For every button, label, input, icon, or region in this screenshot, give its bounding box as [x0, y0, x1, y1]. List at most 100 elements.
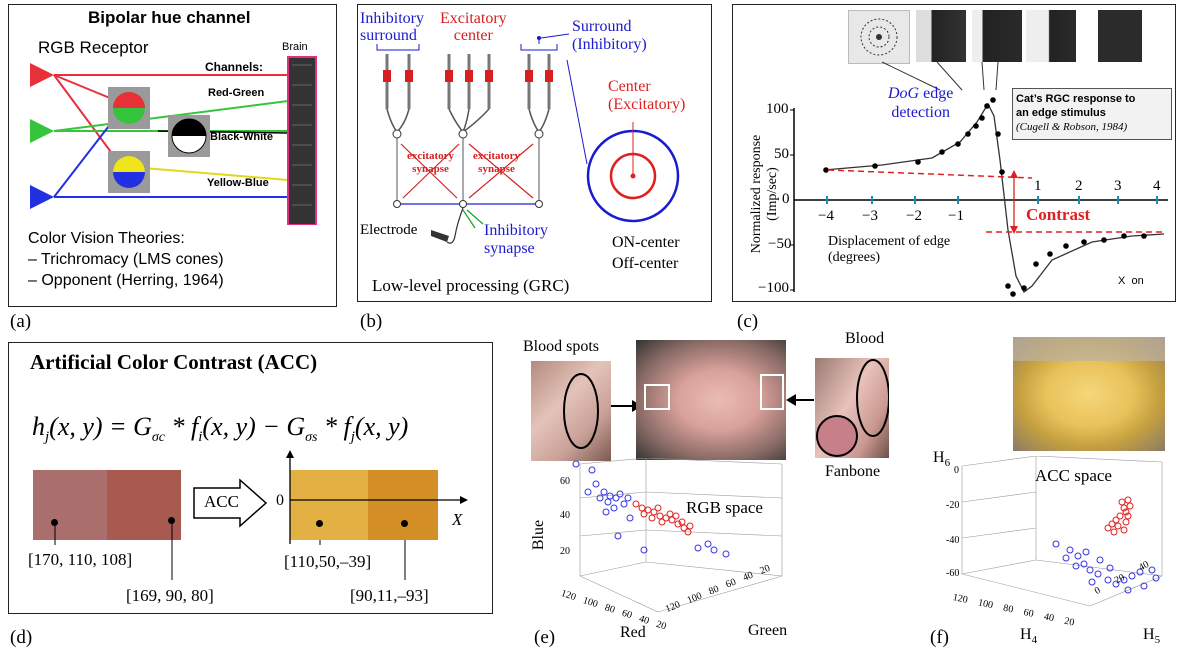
- theory-item: – Trichromacy (LMS cones): [28, 251, 224, 268]
- x-tick: 3: [1114, 178, 1122, 194]
- receptor-label: RGB Receptor: [38, 38, 149, 57]
- swatch-right-1: [290, 470, 368, 540]
- swatch-left-1: [33, 470, 107, 540]
- panel-tag: (b): [360, 311, 383, 332]
- y-axis-label: Normalized response(Imp/sec): [749, 134, 780, 254]
- acc-scatter-plot: [961, 456, 1163, 607]
- channel-black-white: Black-White: [210, 131, 273, 143]
- x-tick: −4: [818, 208, 834, 224]
- axis-blue-label: Blue: [530, 519, 548, 551]
- dog-label: DoG edge detection: [888, 85, 954, 121]
- electrode-label: Electrode: [360, 222, 418, 238]
- panel-b-caption: Low-level processing (GRC): [372, 276, 570, 295]
- sample-dot: [316, 520, 323, 527]
- blood-label: Blood: [845, 330, 885, 347]
- x-tick: 1: [1034, 178, 1042, 194]
- off-center-label: Off-center: [612, 255, 679, 272]
- photoreceptor-icon: [383, 54, 553, 109]
- y-tick: 100: [766, 101, 789, 117]
- z-tick: -40: [946, 535, 960, 546]
- value-label: [170, 110, 108]: [28, 550, 133, 569]
- on-center-label: ON-center: [612, 234, 680, 251]
- z-tick: 20: [560, 546, 570, 557]
- acc-formula: hj(x, y) = Gσc * fi(x, y) − Gσs * fj(x, …: [32, 412, 409, 446]
- center-excitatory-label: Center(Excitatory): [608, 78, 686, 113]
- value-label: [110,50,–39]: [284, 552, 372, 571]
- y-tick: −50: [768, 236, 792, 252]
- channel-yellow-blue: Yellow-Blue: [207, 177, 269, 189]
- edge-stimulus-image: [972, 10, 1022, 62]
- blood-spots-image: [531, 361, 611, 461]
- x-tick: −3: [862, 208, 878, 224]
- x-axis-label: X: [452, 510, 463, 529]
- h6-label: H6: [933, 449, 951, 470]
- cat-response-box: Cat’s RGC response to an edge stimulus (…: [1012, 88, 1172, 140]
- arrow-left-icon: [786, 394, 796, 406]
- panel-b: [357, 4, 712, 302]
- red-receptor-icon: [30, 63, 54, 87]
- x-tick: −2: [906, 208, 922, 224]
- arrow-left-icon: [788, 399, 814, 401]
- acc-arrow-icon: [193, 478, 268, 528]
- panel-a-title: Bipolar hue channel: [88, 8, 251, 27]
- acc-arrow-label: ACC: [204, 492, 239, 511]
- panel-tag: (f): [930, 627, 949, 648]
- arrow-right-icon: [611, 405, 641, 407]
- theory-item: – Opponent (Herring, 1964): [28, 272, 224, 289]
- z-tick: 40: [560, 510, 570, 521]
- blue-receptor-icon: [30, 185, 54, 209]
- z-tick: 0: [954, 465, 959, 476]
- channel-red-green: Red-Green: [208, 87, 265, 99]
- acc-axes: [286, 450, 468, 544]
- y-tick: 0: [782, 191, 790, 207]
- theories-title: Color Vision Theories:: [28, 230, 185, 247]
- h5-label: H5: [1143, 626, 1161, 647]
- panel-tag: (c): [737, 311, 759, 332]
- x-axis-label: Displacement of edge(degrees): [828, 234, 951, 265]
- y-tick: −100: [758, 280, 789, 296]
- z-tick: -20: [946, 500, 960, 511]
- swatch-right-2: [368, 470, 438, 540]
- edge-stimulus-image: [1098, 10, 1142, 62]
- rgb-space-label: RGB space: [686, 498, 763, 517]
- x-on-label: X on: [1118, 275, 1144, 287]
- x-tick: 2: [1075, 178, 1083, 194]
- value-label: [90,11,–93]: [350, 586, 429, 605]
- h4-label: H4: [1020, 626, 1038, 647]
- swatch-left-2: [107, 470, 181, 540]
- fanbone-label: Fanbone: [825, 463, 881, 480]
- edge-stimulus-image: [916, 10, 966, 62]
- rgb-scatter-plot: [572, 458, 783, 613]
- edge-stimulus-image: [848, 10, 910, 64]
- z-tick: 60: [560, 476, 570, 487]
- green-receptor-icon: [30, 119, 54, 143]
- contrast-label: Contrast: [1026, 205, 1091, 224]
- axis-red-label: Red: [620, 624, 646, 641]
- response-plot: [790, 61, 1168, 297]
- brain-label: Brain: [282, 41, 308, 53]
- x-tick: 4: [1153, 178, 1161, 194]
- zero-label: 0: [276, 492, 284, 509]
- acc-image: [1013, 337, 1165, 451]
- surround-inhibitory-label: Surround(Inhibitory): [572, 18, 647, 53]
- x-tick: −1: [948, 208, 964, 224]
- axis-green-label: Green: [748, 622, 788, 639]
- channels-label: Channels:: [205, 60, 264, 74]
- sample-dot: [401, 520, 408, 527]
- panel-tag: (d): [10, 627, 33, 648]
- blood-fanbone-image: [815, 358, 889, 458]
- edge-stimulus-image: [1026, 10, 1076, 62]
- panel-tag: (a): [10, 311, 32, 332]
- panel-d-title: Artificial Color Contrast (ACC): [30, 350, 318, 374]
- acc-space-label: ACC space: [1035, 466, 1112, 485]
- z-tick: -60: [946, 568, 960, 579]
- blood-spots-label: Blood spots: [523, 338, 600, 355]
- y-tick: 50: [774, 146, 789, 162]
- retina-circuit-diagram: [376, 33, 680, 244]
- chicken-breast-image: [636, 340, 786, 460]
